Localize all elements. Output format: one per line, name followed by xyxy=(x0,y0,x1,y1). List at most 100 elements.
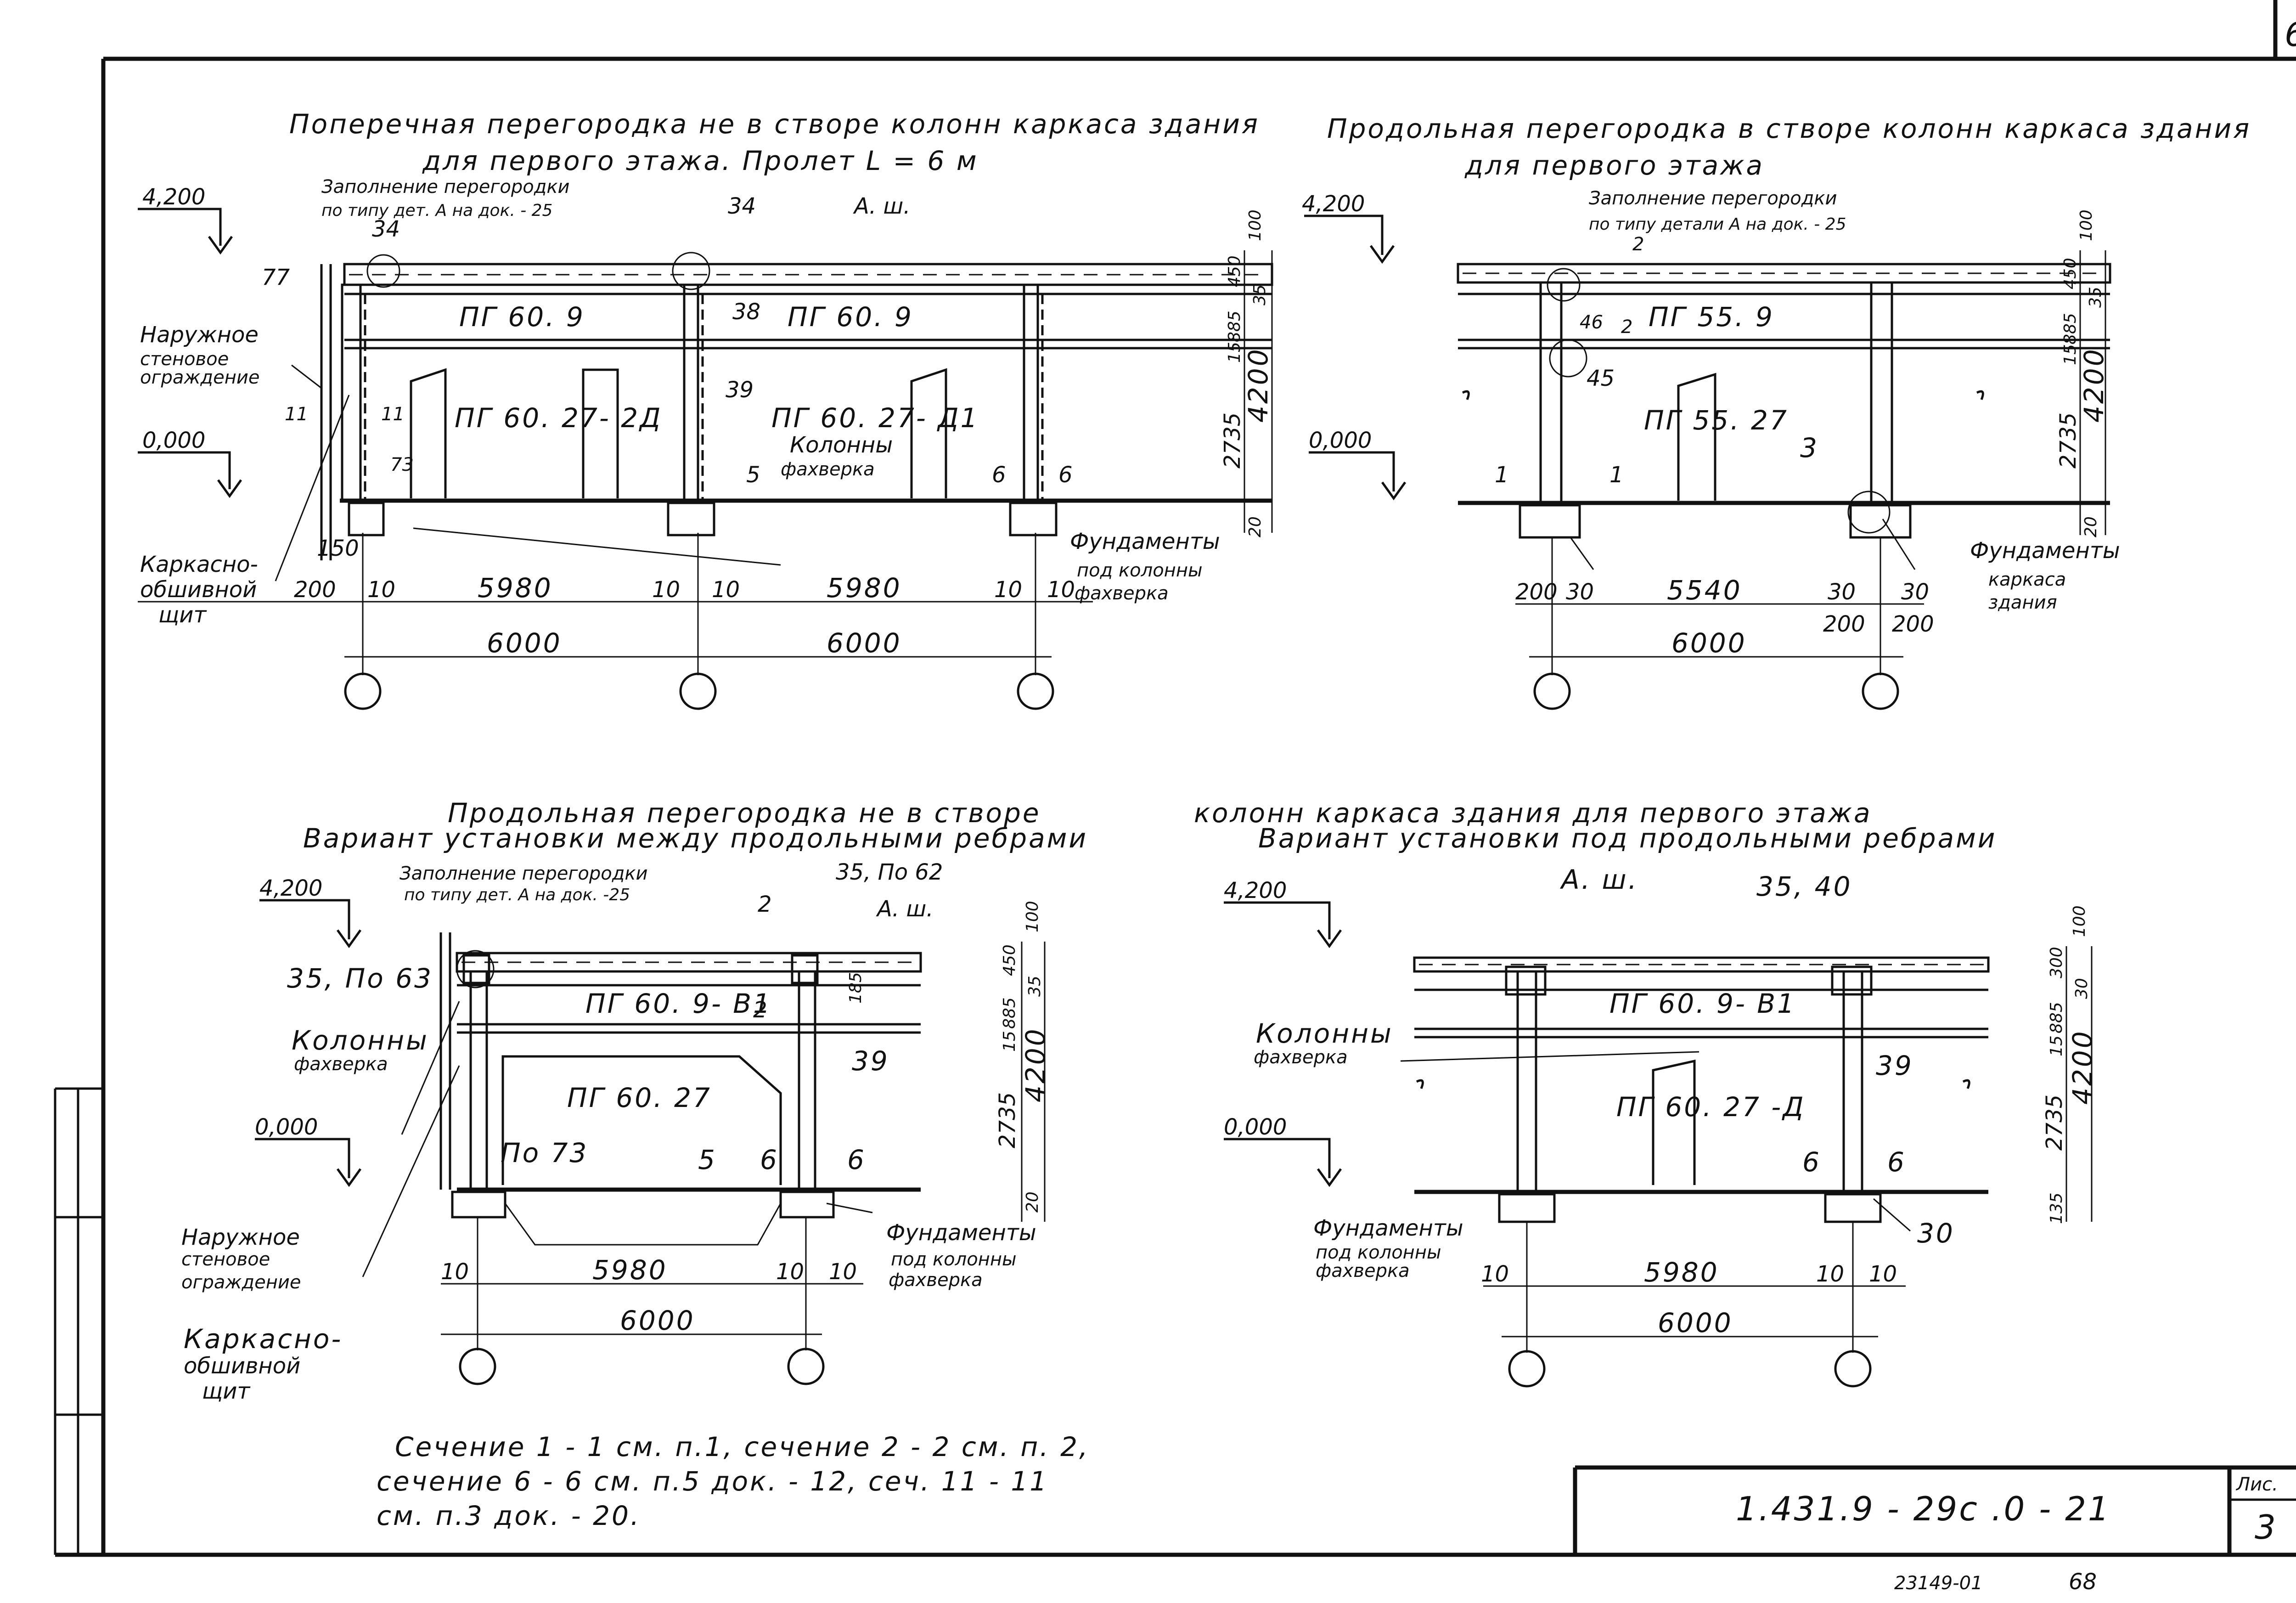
grid-axis-circle xyxy=(1834,1350,1872,1388)
beam-pg60-9-left: ПГ 60. 9 xyxy=(459,301,585,333)
section-6a: 6 xyxy=(992,462,1006,488)
v2-dim-200c: 200 xyxy=(1892,611,1934,637)
vdim-2735: 2735 xyxy=(1220,412,1245,468)
v4-level-zero: 0,000 xyxy=(1224,1114,1287,1140)
level-top: 4,200 xyxy=(142,184,205,210)
v4-column-label-1: Колонны xyxy=(1256,1018,1393,1049)
v4-callout-ash: А. ш. xyxy=(1559,864,1638,895)
note-line-1: Сечение 1 - 1 см. п.1, сечение 2 - 2 см.… xyxy=(395,1431,1090,1462)
v4-section-6a: 6 xyxy=(1802,1146,1821,1178)
v3-dim-5980: 5980 xyxy=(592,1254,668,1286)
v2-dim-200b: 200 xyxy=(1823,611,1865,637)
dim-10d: 10 xyxy=(994,577,1022,603)
sheet-number: 3 xyxy=(2255,1508,2278,1547)
v4-section-6b: 6 xyxy=(1887,1146,1906,1178)
v2-vdim-15: 15 xyxy=(2061,344,2080,365)
view3-title-1: Продольная перегородка не в створе xyxy=(448,797,1041,829)
v3-beam-pg60-9-v1: ПГ 60. 9- В1 xyxy=(585,988,772,1019)
v2-callout-3: 3 xyxy=(1800,432,1819,463)
foundation-label-2: под колонны xyxy=(1077,560,1203,581)
v3-fill-note-1: Заполнение перегородки xyxy=(400,863,648,884)
v3-level-top: 4,200 xyxy=(259,875,322,901)
vdim-4200: 4200 xyxy=(1243,347,1274,423)
v4-vdim-4200: 4200 xyxy=(2067,1029,2098,1105)
view2-title-1: Продольная перегородка в створе колонн к… xyxy=(1327,113,2251,144)
v3-column-label-2: фахверка xyxy=(294,1054,388,1075)
v4-foundation-1: Фундаменты xyxy=(1313,1215,1463,1241)
grid-axis-circle xyxy=(344,672,382,710)
view-longitudinal-in-line: Продольная перегородка в створе колонн к… xyxy=(1302,113,2251,710)
v4-level-top: 4,200 xyxy=(1224,878,1287,903)
v2-panel-pg55-27: ПГ 55. 27 xyxy=(1644,405,1789,436)
page-number: 68 xyxy=(2069,1569,2097,1595)
grid-axis-circle xyxy=(1862,672,1899,710)
v2-vdim-4200: 4200 xyxy=(2078,347,2110,423)
v3-dim-10b: 10 xyxy=(776,1259,804,1285)
callout-39: 39 xyxy=(726,377,754,403)
v2-dim-30c: 30 xyxy=(1901,579,1929,605)
dim-5980a: 5980 xyxy=(478,572,553,604)
v4-callout-35-40: 35, 40 xyxy=(1756,871,1852,902)
v3-level-zero: 0,000 xyxy=(255,1114,318,1140)
dim-150: 150 xyxy=(317,536,359,561)
v3-shield-label-3: щит xyxy=(202,1378,251,1404)
note-line-2: сечение 6 - 6 см. п.5 док. - 12, сеч. 11… xyxy=(377,1466,1048,1497)
v4-vdim-300: 300 xyxy=(2047,947,2066,978)
v2-dim-30a: 30 xyxy=(1566,579,1594,605)
v3-vdim-100: 100 xyxy=(1023,901,1042,932)
v3-shield-label-2: обшивной xyxy=(184,1353,300,1379)
sheet-frame xyxy=(54,0,2296,1557)
v3-dim-10c: 10 xyxy=(829,1259,857,1285)
shield-label-1: Каркасно- xyxy=(140,552,258,577)
grid-axis-circle xyxy=(1533,672,1571,710)
callout-77: 77 xyxy=(262,265,290,290)
v3-callout-35-63: 35, По 63 xyxy=(287,963,433,994)
v3-foundation-2: под колонны xyxy=(891,1249,1017,1270)
dim-10b: 10 xyxy=(652,577,680,603)
v2-callout-46: 46 xyxy=(1580,312,1603,333)
view-transverse-partition: Поперечная перегородка не в створе колон… xyxy=(138,108,1274,710)
v4-callout-39: 39 xyxy=(1876,1050,1913,1081)
v3-callout-5: 5 xyxy=(698,1144,717,1175)
v4-dim-6000: 6000 xyxy=(1658,1307,1733,1338)
grid-axis-circle xyxy=(787,1348,825,1385)
vdim-100: 100 xyxy=(1246,209,1265,241)
vdim-885: 885 xyxy=(1225,310,1244,342)
v2-dim-5540: 5540 xyxy=(1667,575,1742,606)
v3-section-2a: 2 xyxy=(758,892,772,917)
callout-38: 38 xyxy=(732,299,760,325)
v3-callout-po73: По 73 xyxy=(501,1137,588,1168)
dim-200: 200 xyxy=(294,577,336,603)
view4-title-1: колонн каркаса здания для первого этажа xyxy=(1194,797,1872,829)
foundation-label-3: фахверка xyxy=(1075,583,1169,604)
v4-vdim-15: 15 xyxy=(2047,1035,2066,1056)
callout-73: 73 xyxy=(390,454,414,475)
wall-label-1: Наружное xyxy=(140,322,259,348)
v3-vdim-20: 20 xyxy=(1023,1191,1042,1213)
vdim-450: 450 xyxy=(1225,255,1244,287)
fill-note-1: Заполнение перегородки xyxy=(321,176,570,198)
v4-foundation-2: под колонны xyxy=(1316,1242,1441,1263)
wall-label-3: ограждение xyxy=(140,367,259,388)
v3-foundation-1: Фундаменты xyxy=(886,1220,1036,1246)
section-6b: 6 xyxy=(1058,462,1073,488)
v2-section-1a: 1 xyxy=(1495,462,1509,488)
v3-shield-label-1: Каркасно- xyxy=(184,1323,343,1355)
callout-ash: А. ш. xyxy=(853,193,911,219)
v4-panel-pg60-27-d: ПГ 60. 27 -Д xyxy=(1616,1091,1806,1123)
grid-axis-circle xyxy=(1508,1350,1546,1388)
v2-beam-pg55-9: ПГ 55. 9 xyxy=(1649,301,1774,333)
v4-vdim-30: 30 xyxy=(2072,978,2091,999)
dim-10e: 10 xyxy=(1047,577,1075,603)
v3-section-2b: 2 xyxy=(753,997,767,1023)
v2-vdim-35: 35 xyxy=(2086,287,2105,308)
v2-dim-30b: 30 xyxy=(1828,579,1856,605)
callout-34a: 34 xyxy=(372,216,400,242)
beam-pg60-9-right: ПГ 60. 9 xyxy=(788,301,913,333)
v4-vdim-135: 135 xyxy=(2047,1192,2066,1224)
v2-section-2a: 2 xyxy=(1632,234,1644,255)
v2-fill-note-2: по типу детали А на док. - 25 xyxy=(1589,215,1846,234)
section-11a: 11 xyxy=(285,404,308,425)
